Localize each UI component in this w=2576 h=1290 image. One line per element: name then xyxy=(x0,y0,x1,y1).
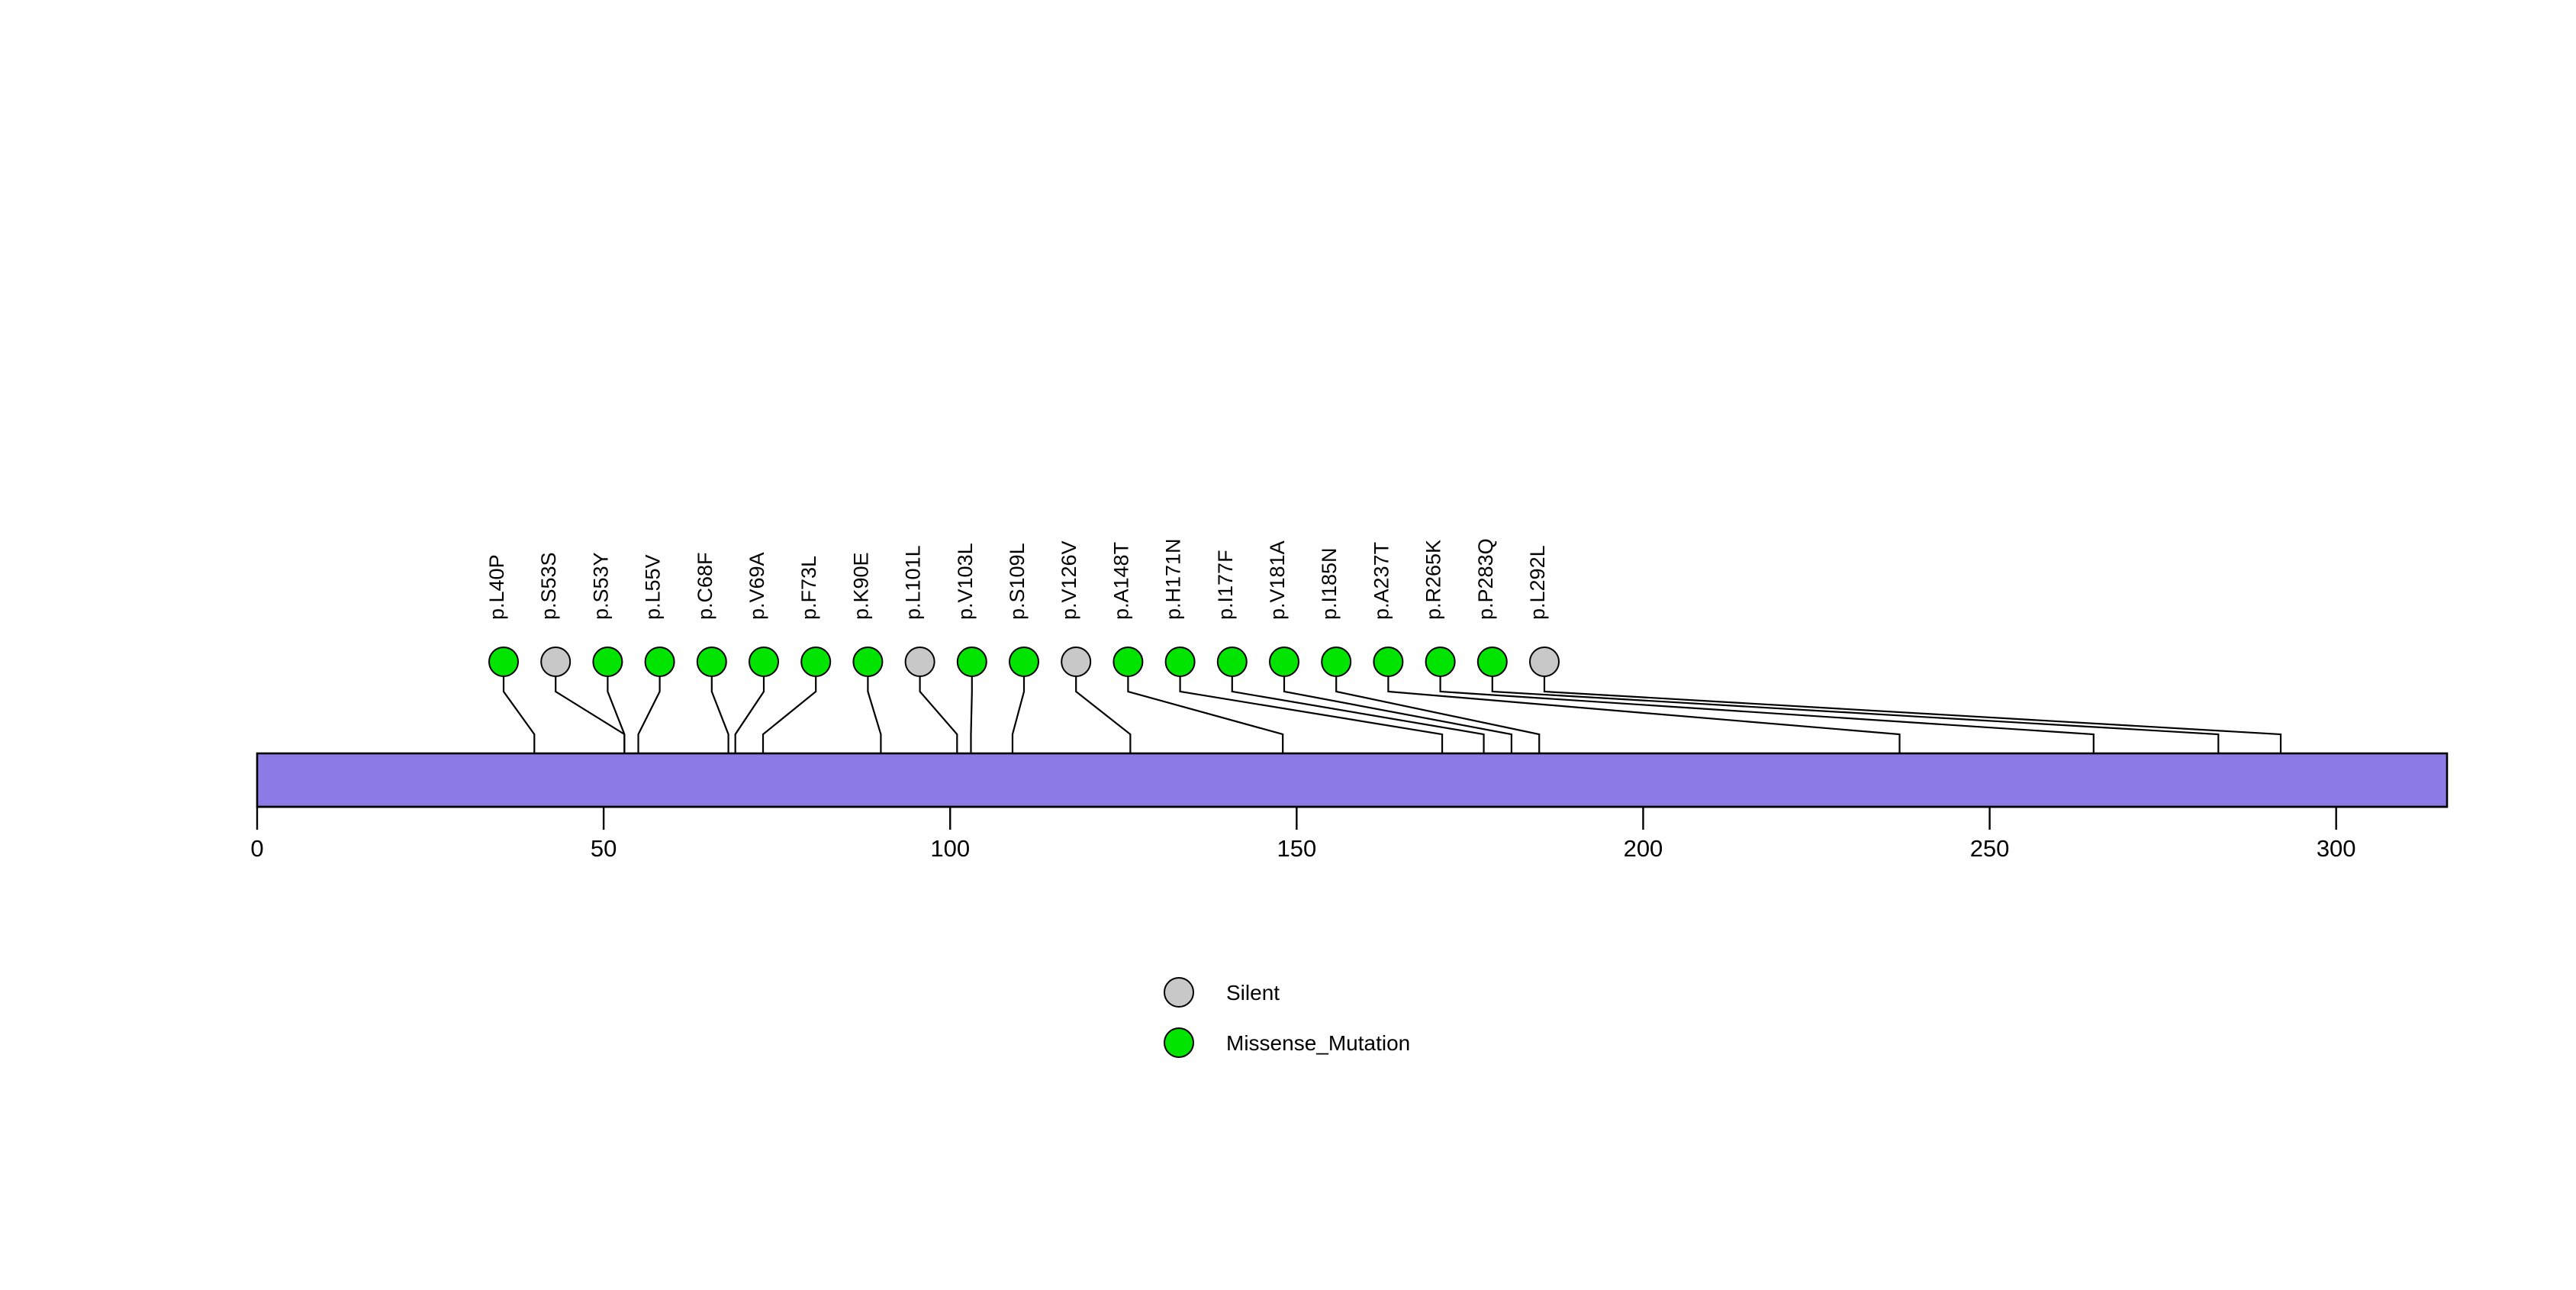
lollipop-head[interactable] xyxy=(800,647,832,677)
legend-swatch[interactable] xyxy=(1164,1027,1194,1058)
mutation-labels-group: p.L40P p.S53S p.S53Y p.L55V p.C68F p.V69A p.F7… xyxy=(485,538,1549,620)
mutation-label: p.F73L xyxy=(797,556,820,620)
mutation-label: p.V103L xyxy=(954,543,977,620)
lollipop-heads-group xyxy=(488,647,1560,677)
mutation-label: p.V126V xyxy=(1058,540,1080,620)
lollipop-head[interactable] xyxy=(1373,647,1404,677)
lollipop-head[interactable] xyxy=(592,647,623,677)
lollipop-head[interactable] xyxy=(904,647,935,677)
x-axis-group: 0 50 100 150 200 250 300 xyxy=(250,805,2447,862)
x-axis-tick-label: 200 xyxy=(1624,835,1663,862)
x-axis-tick-label: 50 xyxy=(591,835,617,862)
mutation-label: p.L55V xyxy=(642,554,665,620)
mutation-label: p.L292L xyxy=(1526,545,1549,620)
mutation-label: p.R265K xyxy=(1422,540,1445,620)
lollipop-head[interactable] xyxy=(852,647,884,677)
x-axis-tick-label: 250 xyxy=(1970,835,2010,862)
lollipop-head[interactable] xyxy=(956,647,987,677)
mutation-label: p.L101L xyxy=(902,545,925,620)
protein-domain-bar xyxy=(256,752,2449,808)
mutation-label: p.I185N xyxy=(1318,547,1341,620)
mutation-label: p.S109L xyxy=(1006,543,1029,620)
legend-label: Silent xyxy=(1226,981,1280,1005)
mutation-label: p.S53S xyxy=(537,552,560,620)
x-axis-tick-label: 0 xyxy=(250,835,263,862)
lollipop-head[interactable] xyxy=(540,647,572,677)
lollipop-head[interactable] xyxy=(1009,647,1039,677)
mutation-label: p.S53Y xyxy=(589,552,612,620)
lollipop-head[interactable] xyxy=(1425,647,1456,677)
x-axis-tick-label: 100 xyxy=(930,835,970,862)
x-axis-tick-label: 300 xyxy=(2317,835,2356,862)
lollipop-head[interactable] xyxy=(1321,647,1352,677)
lollipop-head[interactable] xyxy=(1476,647,1508,677)
mutation-label: p.A148T xyxy=(1109,542,1132,620)
lollipop-head[interactable] xyxy=(1269,647,1299,677)
lollipop-head[interactable] xyxy=(1164,647,1196,677)
mutation-label: p.C68F xyxy=(694,552,716,620)
lollipop-head[interactable] xyxy=(696,647,727,677)
mutation-label: p.H171N xyxy=(1162,538,1185,620)
lollipop-head[interactable] xyxy=(488,647,519,677)
mutation-label: p.V181A xyxy=(1266,540,1289,620)
lollipop-head[interactable] xyxy=(1529,647,1560,677)
lollipop-head[interactable] xyxy=(749,647,779,677)
lollipop-head[interactable] xyxy=(644,647,675,677)
legend-swatch[interactable] xyxy=(1164,977,1194,1008)
lollipop-head[interactable] xyxy=(1216,647,1248,677)
mutation-label: p.P283Q xyxy=(1474,538,1497,620)
x-axis-tick-label: 150 xyxy=(1277,835,1316,862)
mutation-label: p.A237T xyxy=(1370,542,1393,620)
mutation-label: p.V69A xyxy=(745,552,768,620)
legend-label: Missense_Mutation xyxy=(1226,1031,1410,1055)
protein-domain-group xyxy=(256,752,2449,808)
lollipop-head[interactable] xyxy=(1061,647,1092,677)
mutation-label: p.I177F xyxy=(1214,550,1237,620)
lollipop-head[interactable] xyxy=(1113,647,1144,677)
mutation-label: p.K90E xyxy=(849,552,872,620)
mutation-label: p.L40P xyxy=(485,554,508,620)
